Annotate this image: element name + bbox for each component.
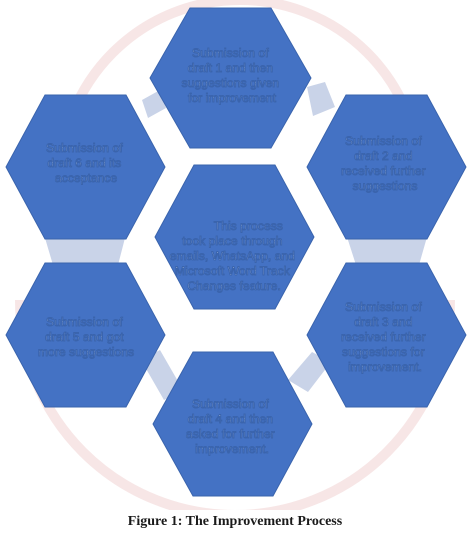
label-line: Changes feature. xyxy=(187,279,281,293)
hexagon-draft-6 xyxy=(5,94,166,240)
hexagons xyxy=(5,7,467,497)
label-draft-6: Submission of draft 6 and its acceptance xyxy=(46,141,126,185)
label-draft-5: Submission of draft 5 and got more sugge… xyxy=(38,315,134,359)
label-line: took place through xyxy=(182,234,282,248)
label-draft-4: Submission of draft 4 and then asked for… xyxy=(186,397,278,456)
hexagon-draft-4 xyxy=(152,351,313,497)
hexagon-draft-1 xyxy=(149,7,312,149)
label-draft-3: Submission of draft 3 and received furth… xyxy=(341,300,429,374)
label-line: Submission of xyxy=(192,397,269,411)
label-line: Submission of xyxy=(192,46,269,60)
label-line: Submission of xyxy=(345,300,422,314)
label-line: draft 4 and then xyxy=(188,412,273,426)
label-center: This process took place through emails, … xyxy=(170,219,299,293)
label-draft-1: Submission of draft 1 and then suggestio… xyxy=(182,46,283,105)
label-line: received further xyxy=(341,330,426,344)
hexagon-labels: Submission of draft 1 and then suggestio… xyxy=(37,46,429,457)
hexagon-draft-5 xyxy=(5,262,166,408)
label-line: This process xyxy=(214,219,283,233)
label-line: Submission of xyxy=(46,141,123,155)
label-line: suggestions given xyxy=(182,76,280,90)
improvement-process-diagram: Submission of draft 1 and then suggestio… xyxy=(5,0,467,510)
label-line: Submission of xyxy=(345,134,422,148)
label-line: asked for further xyxy=(186,427,275,441)
hexagon-draft-3 xyxy=(306,262,467,408)
label-line: for improvement xyxy=(188,91,277,105)
label-line: improvement. xyxy=(195,442,269,456)
label-line: emails, WhatsApp, and xyxy=(170,249,295,263)
connector-1-2 xyxy=(307,82,335,116)
connector-2-3 xyxy=(347,237,427,265)
connector-3-4 xyxy=(288,352,331,392)
label-line: draft 6 and its xyxy=(47,156,121,170)
label-line: improvement. xyxy=(348,360,422,374)
connectors xyxy=(45,82,427,400)
hexagon-center xyxy=(154,164,315,310)
label-line: draft 3 and xyxy=(354,315,412,329)
label-line: draft 1 and then xyxy=(188,61,273,75)
label-line: received further xyxy=(341,164,426,178)
label-line: Submission of xyxy=(46,315,123,329)
label-line: more suggestions xyxy=(38,345,134,359)
label-line: suggestions for xyxy=(342,345,425,359)
figure-caption: Figure 1: The Improvement Process xyxy=(127,514,343,529)
connector-6-1 xyxy=(142,90,166,118)
label-draft-2: Submission of draft 2 and received furth… xyxy=(341,134,429,193)
label-line: suggestions xyxy=(352,179,417,193)
connector-5-6 xyxy=(45,238,125,265)
connector-4-5 xyxy=(141,350,183,400)
hexagon-draft-2 xyxy=(306,94,467,240)
label-line: Microsoft Word Track xyxy=(175,264,291,278)
label-line: draft 2 and xyxy=(354,149,412,163)
label-line: acceptance xyxy=(55,171,118,185)
label-line: draft 5 and got xyxy=(45,330,124,344)
